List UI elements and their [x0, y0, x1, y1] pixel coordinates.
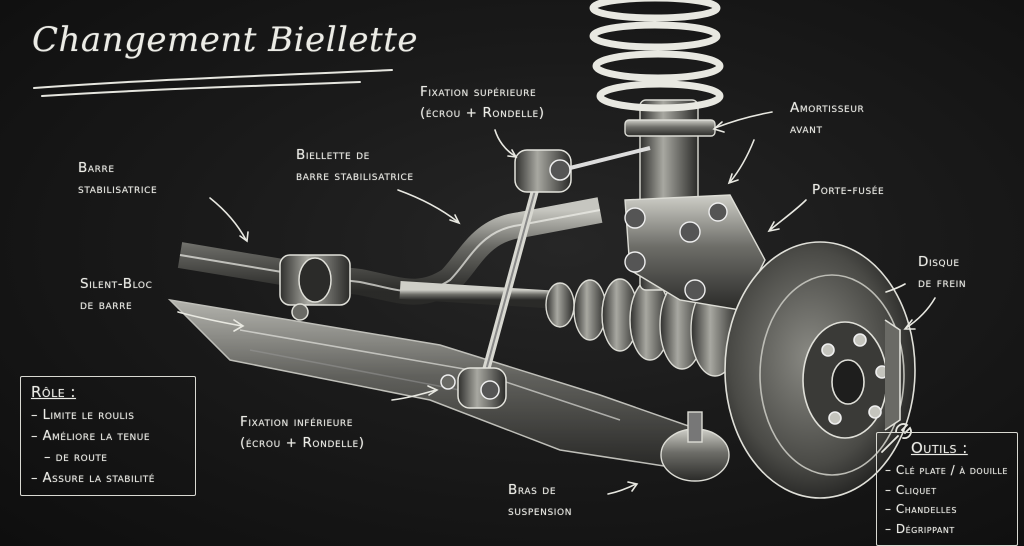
role-item: Assure la stabilité	[31, 468, 185, 489]
label-line: Fixation supérieure	[420, 84, 537, 100]
outils-item: Cliquet	[885, 481, 1007, 501]
label-bras-suspension: Bras de suspension	[508, 480, 572, 522]
role-item: Améliore la tenue	[31, 426, 185, 447]
label-disque: Disque de frein	[918, 252, 966, 294]
drive-shaft	[399, 278, 740, 377]
label-fixation-inferieure: Fixation inférieure (écrou + Rondelle)	[240, 412, 365, 454]
outils-item: Clé plate / à douille	[885, 461, 1008, 481]
title-underline	[33, 69, 393, 97]
page-title: Changement Biellette	[32, 20, 418, 60]
label-porte-fusee: Porte-fusée	[812, 180, 884, 201]
label-line: Porte-fusée	[812, 182, 885, 198]
label-silent-bloc: Silent-Bloc de barre	[80, 274, 152, 316]
label-line: Silent-Bloc	[80, 276, 153, 292]
label-line: Barre	[78, 160, 115, 176]
stabilizer-link	[440, 146, 651, 409]
callout-arrows	[177, 111, 936, 495]
label-line: barre stabilisatrice	[296, 168, 414, 184]
label-barre-stabilisatrice: Barre stabilisatrice	[78, 158, 157, 200]
label-line: Disque	[918, 254, 960, 270]
role-item: Limite le roulis	[31, 405, 185, 426]
outils-item: Dégrippant	[885, 520, 1007, 540]
label-line: (écrou + Rondelle)	[420, 105, 545, 121]
silent-bloc	[279, 254, 351, 321]
role-box: Rôle : Limite le roulis Améliore la tenu…	[20, 376, 196, 496]
role-list: Limite le roulis Améliore la tenue de ro…	[31, 405, 185, 489]
label-line: stabilisatrice	[78, 181, 158, 197]
label-line: de frein	[918, 275, 967, 291]
outils-item: Chandelles	[885, 500, 1007, 520]
outils-list: Clé plate / à douille Cliquet Chandelles…	[885, 461, 1008, 540]
upper-link-joint	[514, 146, 651, 193]
knuckle	[624, 194, 766, 311]
lower-link-joint	[440, 367, 507, 409]
label-amortisseur: Amortisseur avant	[790, 98, 864, 140]
label-fixation-superieure: Fixation supérieure (écrou + Rondelle)	[420, 82, 545, 124]
label-line: Bras de	[508, 482, 557, 498]
stabilizer-bar	[177, 197, 603, 321]
cv-boot	[545, 278, 740, 377]
role-item: de route	[31, 447, 185, 468]
brake-disc	[724, 241, 916, 499]
coil-spring	[589, 0, 724, 112]
role-heading: Rôle :	[31, 383, 76, 401]
label-line: Fixation inférieure	[240, 414, 354, 430]
label-line: (écrou + Rondelle)	[240, 435, 365, 451]
outils-box: Outils : Clé plate / à douille Cliquet C…	[876, 432, 1018, 546]
label-line: suspension	[508, 503, 573, 519]
wrench-icon	[881, 423, 912, 453]
outils-heading: Outils :	[911, 439, 968, 457]
label-line: avant	[790, 121, 823, 137]
label-line: Biellette de	[296, 147, 370, 163]
label-line: de barre	[80, 297, 133, 313]
label-biellette: Biellette de barre stabilisatrice	[296, 145, 414, 187]
label-line: Amortisseur	[790, 100, 865, 116]
ball-joint	[660, 411, 730, 482]
